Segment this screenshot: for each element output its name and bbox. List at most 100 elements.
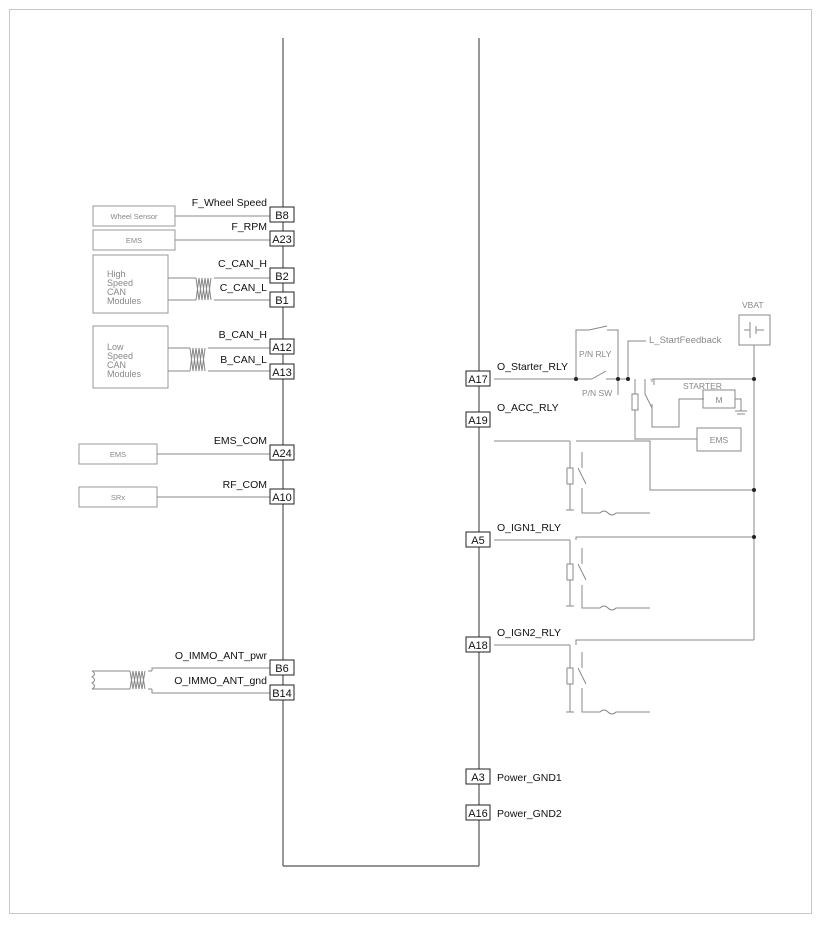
left-module-labels: Wheel Sensor EMS High Speed CAN Modules … xyxy=(107,212,158,502)
low-speed-line-4: Modules xyxy=(107,369,142,379)
signal-label: O_Starter_RLY xyxy=(497,361,568,373)
pn-rly-label: P/N RLY xyxy=(579,349,612,359)
pin-box xyxy=(269,363,295,380)
low-speed-can-box xyxy=(92,325,169,389)
diagram-frame xyxy=(9,9,812,914)
left-wires xyxy=(91,215,270,694)
starter-labels: P/N RLY P/N SW L_StartFeedback STARTER M… xyxy=(579,300,764,445)
signal-label: C_CAN_L xyxy=(220,282,267,294)
pin-box xyxy=(269,291,295,308)
pin-box xyxy=(269,488,295,505)
pin-box xyxy=(465,636,491,653)
pin-number: A17 xyxy=(468,374,488,386)
pin-box xyxy=(269,267,295,284)
left-pin-b2: B2 C_CAN_H xyxy=(218,258,295,284)
left-pin-b6: B6 O_IMMO_ANT_pwr xyxy=(175,650,295,676)
ign2-relay-coil xyxy=(566,667,574,685)
low-speed-line-1: Low xyxy=(107,342,124,352)
ign1-relay-coil xyxy=(566,563,574,581)
signal-label: B_CAN_H xyxy=(219,329,267,341)
high-speed-line-2: Speed xyxy=(107,278,133,288)
signal-label: O_IMMO_ANT_gnd xyxy=(174,675,267,687)
starter-label: STARTER xyxy=(683,381,722,391)
left-pin-b1: B1 C_CAN_L xyxy=(220,282,295,308)
signal-label: O_IGN1_RLY xyxy=(497,522,561,534)
right-pin-a5: A5 O_IGN1_RLY xyxy=(465,522,561,548)
vbat-box xyxy=(738,314,771,346)
signal-label: O_IMMO_ANT_pwr xyxy=(175,650,268,662)
left-pin-a24: A24 EMS_COM xyxy=(214,435,295,461)
ems-starter-label: EMS xyxy=(710,435,729,445)
junction-dots xyxy=(574,377,756,539)
right-pin-a16: A16 Power_GND2 xyxy=(465,804,562,821)
pin-number: A5 xyxy=(471,535,484,547)
pin-number: B6 xyxy=(275,663,288,675)
signal-label: RF_COM xyxy=(223,479,267,491)
right-pin-a19: A19 O_ACC_RLY xyxy=(465,402,559,428)
battery-icon xyxy=(744,322,764,338)
pin-number: A12 xyxy=(272,342,292,354)
pin-number: A19 xyxy=(468,415,488,427)
signal-label: O_ACC_RLY xyxy=(497,402,559,414)
starter-circuit xyxy=(494,314,771,715)
signal-label: C_CAN_H xyxy=(218,258,267,270)
high-speed-line-4: Modules xyxy=(107,296,142,306)
pin-box xyxy=(269,338,295,355)
pin-box xyxy=(269,684,295,701)
signal-label: F_RPM xyxy=(231,221,267,233)
signal-label: O_IGN2_RLY xyxy=(497,627,561,639)
signal-label: Power_GND1 xyxy=(497,772,562,784)
pin-number: A10 xyxy=(272,492,292,504)
left-pin-a13: A13 B_CAN_L xyxy=(220,354,295,380)
pin-box xyxy=(465,370,491,387)
pin-box xyxy=(269,206,295,223)
pin-number: B1 xyxy=(275,295,288,307)
pin-number: A16 xyxy=(468,808,488,820)
pin-box xyxy=(465,531,491,548)
right-pin-a18: A18 O_IGN2_RLY xyxy=(465,627,561,653)
pin-number: A23 xyxy=(272,234,292,246)
pin-box xyxy=(465,804,491,821)
pin-number: B14 xyxy=(272,688,292,700)
pin-number: B2 xyxy=(275,271,288,283)
high-speed-can-box xyxy=(92,254,169,314)
right-pin-a17: A17 O_Starter_RLY xyxy=(465,361,568,387)
pin-number: A18 xyxy=(468,640,488,652)
ecu-body xyxy=(282,38,480,867)
motor-label: M xyxy=(715,395,722,405)
signal-label: Power_GND2 xyxy=(497,808,562,820)
left-pin-a12: A12 B_CAN_H xyxy=(219,329,295,355)
left-pin-b8: B8 F_Wheel Speed xyxy=(192,197,295,223)
wheel-sensor-label: Wheel Sensor xyxy=(110,212,158,221)
high-speed-line-3: CAN xyxy=(107,287,126,297)
relay-coil xyxy=(631,393,639,411)
right-pin-a3: A3 Power_GND1 xyxy=(465,768,562,785)
right-pins: A17 O_Starter_RLY A19 O_ACC_RLY A5 O_IGN1_RLY… xyxy=(465,361,568,821)
high-speed-line-1: High xyxy=(107,269,126,279)
srx-label: SRx xyxy=(111,493,125,502)
signal-label: EMS_COM xyxy=(214,435,267,447)
pin-box xyxy=(465,411,491,428)
pin-box xyxy=(269,230,295,247)
signal-label: F_Wheel Speed xyxy=(192,197,267,209)
ems-com-label: EMS xyxy=(110,450,126,459)
low-speed-line-2: Speed xyxy=(107,351,133,361)
signal-label: B_CAN_L xyxy=(220,354,267,366)
start-feedback-label: L_StartFeedback xyxy=(649,335,722,346)
left-pin-b14: B14 O_IMMO_ANT_gnd xyxy=(174,675,295,701)
pn-sw-label: P/N SW xyxy=(582,388,612,398)
acc-relay-coil xyxy=(566,467,574,485)
pin-box xyxy=(269,444,295,461)
low-speed-line-3: CAN xyxy=(107,360,126,370)
pin-box xyxy=(465,768,491,785)
pin-number: A24 xyxy=(272,448,292,460)
left-pin-a10: A10 RF_COM xyxy=(223,479,295,505)
vbat-label: VBAT xyxy=(742,300,764,310)
ems-starter-box xyxy=(696,427,742,452)
pin-number: A3 xyxy=(471,772,484,784)
pin-number: B8 xyxy=(275,210,288,222)
pin-number: A13 xyxy=(272,367,292,379)
left-pin-a23: A23 F_RPM xyxy=(231,221,295,247)
